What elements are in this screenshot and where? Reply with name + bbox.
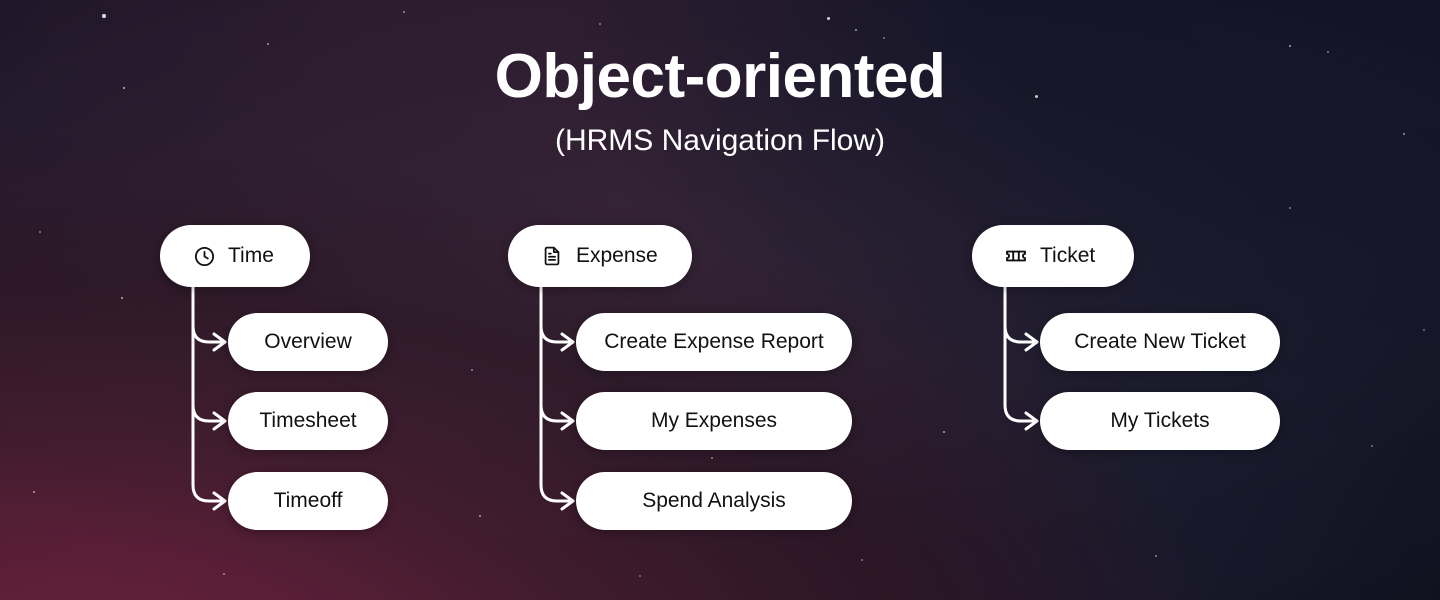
node-child-time-1[interactable]: Timesheet	[228, 392, 388, 450]
connector-branch-time-1	[191, 403, 227, 423]
connector-arrowhead-ticket-1	[1024, 411, 1039, 431]
node-label: Create New Ticket	[1074, 330, 1246, 353]
node-label: Time	[228, 244, 274, 267]
node-child-time-0[interactable]: Overview	[228, 313, 388, 371]
star-dot	[32, 490, 36, 494]
node-label: Spend Analysis	[642, 489, 786, 512]
connector-arrowhead-time-2	[212, 491, 227, 511]
node-label: Timeoff	[273, 489, 343, 512]
star-dot	[120, 296, 124, 300]
node-parent-ticket[interactable]: Ticket	[972, 225, 1134, 287]
star-dot	[478, 514, 482, 518]
connector-branch-expense-1	[539, 403, 575, 423]
star-dot	[1327, 51, 1329, 53]
star-dot	[883, 37, 885, 39]
clock-icon	[192, 244, 216, 268]
star-dot	[470, 368, 474, 372]
star-dot	[1288, 206, 1292, 210]
node-label: Expense	[576, 244, 658, 267]
star-dot	[860, 558, 864, 562]
connector-arrowhead-expense-2	[560, 491, 575, 511]
node-child-ticket-0[interactable]: Create New Ticket	[1040, 313, 1280, 371]
connector-arrowhead-time-0	[212, 332, 227, 352]
star-dot	[826, 16, 830, 20]
star-dot	[1154, 554, 1158, 558]
node-parent-expense[interactable]: Expense	[508, 225, 692, 287]
node-child-expense-2[interactable]: Spend Analysis	[576, 472, 852, 530]
connector-arrowhead-expense-1	[560, 411, 575, 431]
ticket-icon	[1004, 244, 1028, 268]
star-dot	[122, 86, 126, 90]
star-dot	[639, 575, 641, 577]
star-dot	[1402, 132, 1406, 136]
connector-branch-time-0	[191, 324, 227, 344]
star-dot	[1034, 94, 1038, 98]
node-label: My Tickets	[1110, 409, 1210, 432]
star-dot	[222, 572, 226, 576]
node-label: Create Expense Report	[604, 330, 824, 353]
connector-arrowhead-ticket-0	[1024, 332, 1039, 352]
connector-branch-expense-2	[539, 483, 575, 503]
node-child-expense-0[interactable]: Create Expense Report	[576, 313, 852, 371]
connector-branch-ticket-0	[1003, 324, 1039, 344]
star-dot	[710, 456, 714, 460]
connector-arrowhead-expense-0	[560, 332, 575, 352]
connector-branch-ticket-1	[1003, 403, 1039, 423]
star-dot	[854, 28, 858, 32]
star-dot	[38, 230, 42, 234]
document-icon	[540, 244, 564, 268]
connector-arrowhead-time-1	[212, 411, 227, 431]
connector-branch-time-2	[191, 483, 227, 503]
connector-branch-expense-0	[539, 324, 575, 344]
node-label: Overview	[264, 330, 352, 353]
star-dot	[102, 14, 106, 18]
node-label: Timesheet	[259, 409, 357, 432]
star-dot	[1371, 445, 1373, 447]
star-dot	[402, 10, 406, 14]
star-dot	[942, 430, 946, 434]
node-child-expense-1[interactable]: My Expenses	[576, 392, 852, 450]
star-dot	[599, 23, 601, 25]
node-child-ticket-1[interactable]: My Tickets	[1040, 392, 1280, 450]
star-dot	[266, 42, 270, 46]
node-child-time-2[interactable]: Timeoff	[228, 472, 388, 530]
star-dot	[1423, 329, 1425, 331]
node-parent-time[interactable]: Time	[160, 225, 310, 287]
star-dot	[1288, 44, 1292, 48]
node-label: My Expenses	[650, 409, 778, 432]
node-label: Ticket	[1040, 244, 1096, 267]
